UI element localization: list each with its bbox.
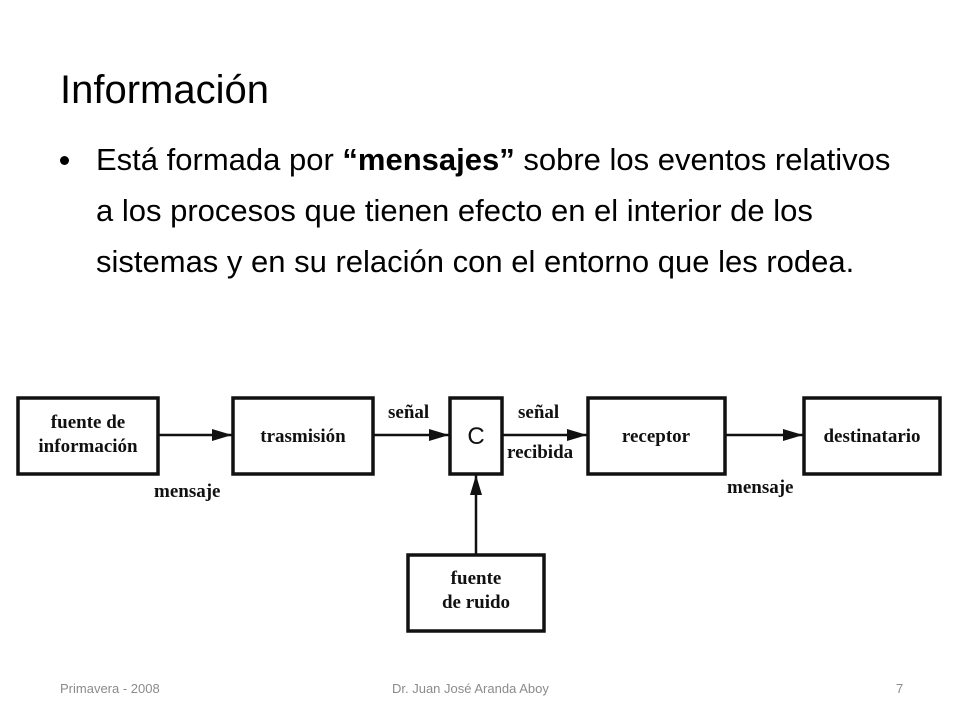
message-label-left: mensaje [154,481,220,502]
bullet-dot [60,156,69,165]
arrowhead-transmission-channel [429,429,449,441]
message-label-right: mensaje [727,477,793,498]
box-channel [448,396,504,476]
bullet-text-after: sobre los eventos relativos a los proces… [96,142,891,279]
arrowhead-channel-receiver [567,429,587,441]
box-receiver [586,396,727,476]
received-signal-label-line-2: recibida [507,442,574,463]
source-label-line-1: fuente de [51,412,125,433]
channel-label: C [467,423,484,450]
box-destination [802,396,942,476]
bullet-emphasis: “mensajes” [342,142,515,177]
box-transmission [231,396,375,476]
received-signal-label-line-1: señal [518,402,559,423]
arrowhead-source-transmission [212,429,232,441]
arrowhead-receiver-destination [783,429,803,441]
bullet-text-before: Está formada por [96,142,343,177]
footer-author: Dr. Juan José Aranda Aboy [392,681,549,696]
bullet-item: Está formada por “mensajes” sobre los ev… [60,134,920,287]
source-label-line-2: información [38,436,138,457]
slide-title: Información [60,68,269,112]
bullet-text: Está formada por “mensajes” sobre los ev… [96,134,896,287]
arrowhead-noise-channel [470,475,482,495]
signal-label: señal [388,402,429,423]
destination-label: destinatario [823,426,920,447]
noise-label-line-2: de ruido [442,592,510,613]
transmission-label: trasmisión [260,426,346,447]
page-number: 7 [896,681,904,696]
box-noise-source [406,553,546,633]
footer-date: Primavera - 2008 [60,681,160,696]
noise-label-line-1: fuente [451,568,502,589]
box-information-source [16,396,160,476]
receiver-label: receptor [622,426,691,447]
